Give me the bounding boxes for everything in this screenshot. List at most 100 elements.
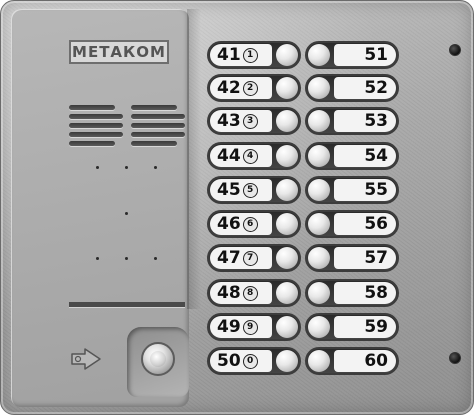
- digit-badge: 7: [242, 250, 258, 266]
- indicator-dot: [125, 166, 128, 169]
- button-knob: [276, 110, 298, 132]
- apartment-number: 50: [217, 351, 241, 371]
- apartment-number: 53: [334, 110, 396, 132]
- apartment-number: 57: [334, 247, 396, 269]
- speaker-grille-slot: [131, 114, 185, 119]
- apartment-button-56[interactable]: 56: [305, 210, 399, 238]
- apartment-button-54[interactable]: 54: [305, 142, 399, 170]
- indicator-dot: [125, 257, 128, 260]
- digit-badge: 8: [242, 285, 258, 301]
- button-knob: [308, 110, 330, 132]
- apartment-number: 49: [217, 317, 241, 337]
- indicator-dot: [96, 257, 99, 260]
- apartment-number: 41: [217, 45, 241, 65]
- apartment-button-58[interactable]: 58: [305, 279, 399, 307]
- speaker-grille-slot: [69, 105, 115, 110]
- speaker-grille-slot: [69, 141, 115, 146]
- digit-badge: 6: [242, 216, 258, 232]
- indicator-dot: [96, 166, 99, 169]
- indicator-dot: [154, 166, 157, 169]
- digit-badge: 4: [242, 148, 258, 164]
- button-knob: [276, 179, 298, 201]
- button-knob: [308, 350, 330, 372]
- apartment-number: 51: [334, 44, 396, 66]
- digit-badge: 5: [242, 182, 258, 198]
- speaker-grille-slot: [69, 114, 123, 119]
- apartment-number: 45: [217, 180, 241, 200]
- apartment-button-53[interactable]: 53: [305, 107, 399, 135]
- apartment-button-60[interactable]: 60: [305, 347, 399, 375]
- panel-seam: [187, 9, 201, 309]
- apartment-button-52[interactable]: 52: [305, 74, 399, 102]
- digit-badge: 3: [242, 113, 258, 129]
- indicator-dot: [154, 257, 157, 260]
- apartment-number: 42: [217, 78, 241, 98]
- button-knob: [308, 44, 330, 66]
- apartment-number: 58: [334, 282, 396, 304]
- screw-icon: [449, 44, 461, 56]
- button-knob: [276, 44, 298, 66]
- brand-logo: МЕТАКОМ: [69, 40, 169, 64]
- button-knob: [308, 179, 330, 201]
- speaker-grille-slot: [131, 123, 185, 128]
- apartment-number: 54: [334, 145, 396, 167]
- apartment-number: 59: [334, 316, 396, 338]
- button-knob: [276, 145, 298, 167]
- button-knob: [308, 282, 330, 304]
- button-knob: [276, 350, 298, 372]
- speaker-grille-slot: [69, 132, 123, 137]
- speaker-grille-slot: [131, 105, 177, 110]
- apartment-number: 52: [334, 77, 396, 99]
- button-knob: [276, 316, 298, 338]
- apartment-number: 47: [217, 248, 241, 268]
- apartment-number: 46: [217, 214, 241, 234]
- button-knob: [276, 247, 298, 269]
- apartment-number: 44: [217, 146, 241, 166]
- button-knob: [308, 316, 330, 338]
- speaker-grille-slot: [131, 141, 177, 146]
- apartment-number: 55: [334, 179, 396, 201]
- apartment-number: 56: [334, 213, 396, 235]
- apartment-button-59[interactable]: 59: [305, 313, 399, 341]
- key-reader-icon[interactable]: [141, 342, 175, 376]
- apartment-button-57[interactable]: 57: [305, 244, 399, 272]
- button-knob: [276, 282, 298, 304]
- button-knob: [308, 213, 330, 235]
- panel-slot: [69, 302, 185, 307]
- apartment-number: 60: [334, 350, 396, 372]
- apartment-button-51[interactable]: 51: [305, 41, 399, 69]
- digit-badge: 1: [242, 47, 258, 63]
- speaker-grille-slot: [131, 132, 185, 137]
- key-icon: [71, 348, 101, 370]
- button-knob: [308, 145, 330, 167]
- digit-badge: 9: [242, 319, 258, 335]
- button-knob: [308, 247, 330, 269]
- indicator-dot: [125, 212, 128, 215]
- button-knob: [276, 77, 298, 99]
- button-knob: [276, 213, 298, 235]
- button-knob: [308, 77, 330, 99]
- screw-icon: [449, 352, 461, 364]
- apartment-button-55[interactable]: 55: [305, 176, 399, 204]
- digit-badge: 2: [242, 80, 258, 96]
- apartment-number: 43: [217, 111, 241, 131]
